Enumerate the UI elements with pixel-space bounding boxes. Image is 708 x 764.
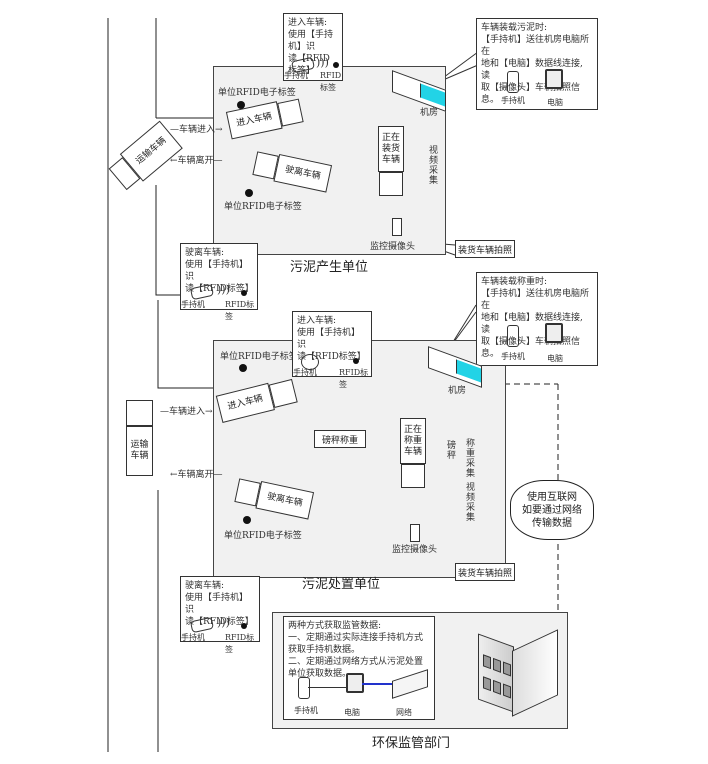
camera-top-icon: [392, 218, 402, 236]
production-unit-title: 污泥产生单位: [290, 260, 369, 275]
callout-leave-bottom: 驶离车辆: 使用【手持机】识 读【RFID标签】 ))) 手持机 RFID标签: [180, 576, 260, 654]
flow-leave-top: ←车辆离开—: [170, 156, 223, 166]
internet-cloud: 使用互联网 如要通过网络 传输数据: [510, 480, 594, 540]
building-icon: [478, 633, 514, 713]
rfid-tag-label-bottom-exit: 单位RFID电子标签: [224, 531, 302, 541]
computer-icon: [545, 69, 563, 89]
flow-enter-top: —车辆进入→: [170, 125, 223, 135]
server-room-bottom-label: 机房: [448, 386, 467, 396]
callout-enter-top: 进入车辆: 使用【手持机】识 读【RFID标签】 ))) 手持机 RFID标签: [283, 13, 343, 92]
photo-top-label: 装货车辆拍照: [455, 240, 515, 258]
loading-vehicle: 正在装货车辆: [378, 126, 404, 198]
handheld-icon: [507, 325, 519, 347]
computer-icon: [545, 323, 563, 343]
signal-icon: ))): [217, 616, 230, 629]
camera-bottom-label: 监控摄像头: [392, 545, 438, 555]
rfid-tag-label-bottom-entry: 单位RFID电子标签: [220, 352, 298, 362]
rfid-tag-icon: [243, 516, 251, 524]
callout-enter-bottom: 进入车辆: 使用【手持机】识 读【RFID标签】 手持机 RFID标签: [292, 311, 372, 389]
video-capture-top-label: 视频采集: [427, 145, 437, 185]
weigh-capture-label: 称重采集: [464, 438, 474, 478]
callout-leave-top: 驶离车辆: 使用【手持机】识 读【RFID标签】 ))) 手持机 RFID标签: [180, 243, 258, 321]
rfid-tag-icon: [245, 189, 253, 197]
handheld-icon: [298, 677, 310, 699]
server-room-top-label: 机房: [420, 108, 439, 118]
regulator-title: 环保监管部门: [372, 736, 451, 751]
network-link: [362, 683, 392, 685]
callout-regulator: 两种方式获取监管数据: 一、定期通过实际连接手持机方式 获取手持机数据。 二、定…: [283, 616, 435, 720]
flow-leave-bottom: ←车辆离开—: [170, 470, 223, 480]
transport-vehicle-bottom: 运输车辆: [126, 400, 154, 476]
photo-bottom-label: 装货车辆拍照: [455, 563, 515, 581]
signal-icon: ))): [316, 56, 329, 69]
rfid-tag-label-top-entry: 单位RFID电子标签: [218, 88, 296, 98]
rfid-tag-icon: [237, 101, 245, 109]
rfid-dot-icon: [241, 623, 247, 629]
video-capture-bottom-label: 视频采集: [464, 482, 474, 522]
callout-server-top: 车辆装载污泥时: 【手持机】送往机房电脑所在 地和【电脑】数据线连接, 读 取【…: [476, 18, 598, 110]
scale-label: 磅秤: [445, 440, 455, 460]
handheld-icon: [507, 71, 519, 93]
camera-bottom-icon: [410, 524, 420, 542]
rfid-tag-icon: [239, 364, 247, 372]
weighing-vehicle: 正在称重车辆: [400, 418, 426, 490]
scale-weighing-label: 磅秤称重: [314, 430, 366, 448]
flow-enter-bottom: —车辆进入→: [160, 407, 213, 417]
disposal-unit-title: 污泥处置单位: [302, 577, 381, 592]
rfid-dot-icon: [353, 358, 359, 364]
transport-vehicle-bottom-label: 运输车辆: [126, 426, 153, 476]
handheld-icon: [301, 354, 319, 370]
callout-server-bottom: 车辆装载称重时: 【手持机】送往机房电脑所在 地和【电脑】数据线连接, 读 取【…: [476, 272, 598, 366]
rfid-tag-label-top-exit: 单位RFID电子标签: [224, 202, 302, 212]
rfid-dot-icon: [333, 62, 339, 68]
disposal-zone: [213, 340, 506, 578]
rfid-dot-icon: [241, 290, 247, 296]
signal-icon: ))): [217, 283, 230, 296]
camera-top-label: 监控摄像头: [370, 242, 416, 252]
